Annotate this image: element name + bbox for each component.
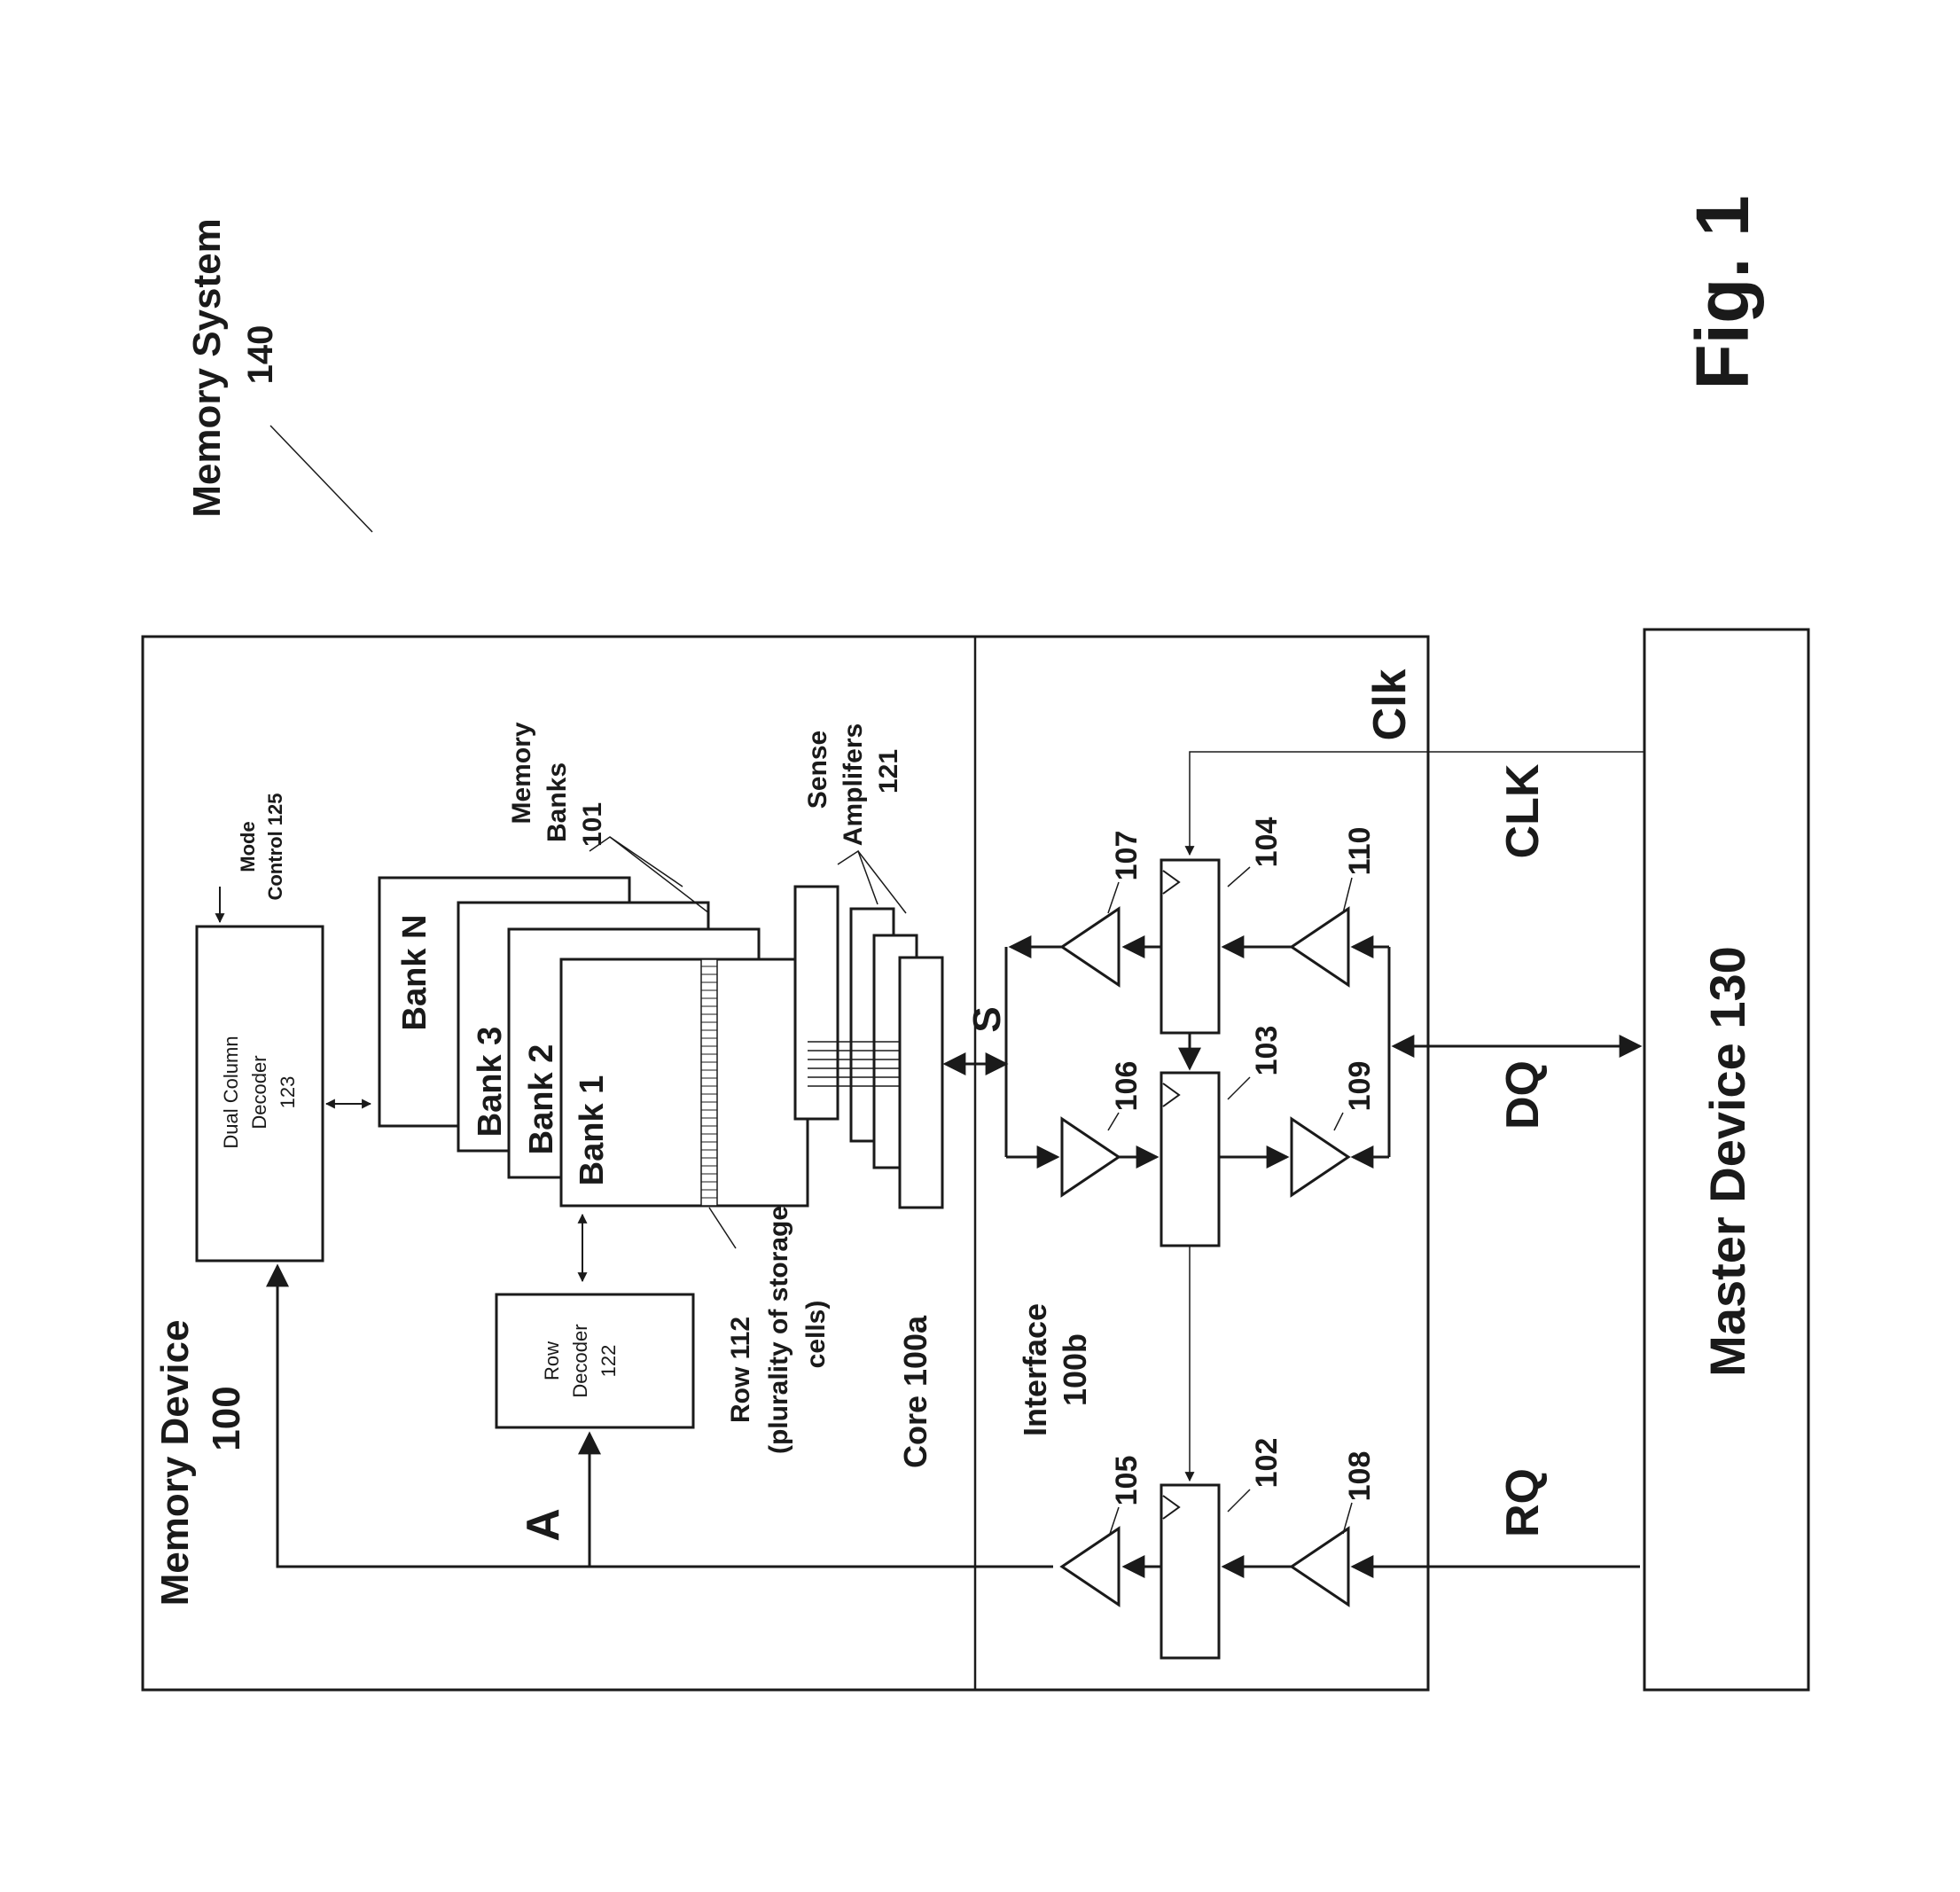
sense-amp-box-1 (900, 958, 942, 1208)
interface-label-2: 100b (1057, 1333, 1093, 1406)
memory-device-number: 100 (205, 1386, 248, 1450)
dual-column-decoder-label-3: 123 (277, 1076, 299, 1109)
clk-inner-label: Clk (1364, 668, 1416, 740)
row-decoder-label-1: Row (541, 1341, 563, 1380)
bank-1-label: Bank 1 (574, 1075, 611, 1186)
master-device-label: Master Device 130 (1699, 946, 1755, 1377)
row-112-label-3: cells) (801, 1301, 831, 1369)
sense-amp-label-3: 121 (874, 749, 903, 794)
ref-104: 104 (1250, 817, 1284, 868)
row-112-label-2: (plurality of storage (764, 1206, 793, 1454)
ref-105: 105 (1110, 1456, 1144, 1506)
memory-banks-label-1: Memory (507, 722, 536, 824)
dual-column-decoder-label-2: Decoder (248, 1055, 270, 1129)
register-104 (1161, 860, 1219, 1033)
row-decoder-label-3: 122 (597, 1345, 620, 1378)
ref-107: 107 (1110, 831, 1144, 881)
clk-label: CLK (1497, 763, 1549, 858)
ref-108: 108 (1343, 1451, 1377, 1502)
row-112-label-1: Row 112 (726, 1317, 755, 1423)
register-102 (1161, 1485, 1219, 1658)
memory-banks-label-2: Banks (543, 762, 572, 842)
figure-label: Fig. 1 (1681, 195, 1764, 389)
sense-amp-box-4 (795, 887, 838, 1119)
core-label: Core 100a (897, 1315, 933, 1468)
ref-102: 102 (1250, 1438, 1284, 1489)
sense-amp-label-2: Amplifers (839, 723, 868, 846)
memory-system-label: Memory System (185, 218, 229, 517)
mode-control-label-1: Mode (237, 821, 259, 872)
ref-109: 109 (1343, 1061, 1377, 1112)
interface-label-1: Interface (1017, 1303, 1053, 1436)
memory-system-leader (270, 426, 372, 532)
bank-2-label: Bank 2 (523, 1044, 560, 1155)
bank-3-label: Bank 3 (472, 1027, 509, 1138)
rq-label: RQ (1497, 1468, 1549, 1537)
ref-103: 103 (1250, 1026, 1284, 1076)
ref-110: 110 (1343, 827, 1377, 876)
dq-label: DQ (1497, 1060, 1549, 1130)
memory-device-label: Memory Device (153, 1320, 197, 1607)
s-signal-label: S (965, 1006, 1009, 1032)
mode-control-label-2: Control 125 (264, 793, 286, 900)
dual-column-decoder-label-1: Dual Column (220, 1036, 242, 1148)
sense-amp-label-1: Sense (803, 731, 832, 809)
memory-banks-label-3: 101 (578, 802, 607, 847)
bank-n-label: Bank N (396, 915, 433, 1031)
row-decoder-box (496, 1294, 693, 1427)
row-112-strip (701, 959, 717, 1206)
a-signal-label: A (518, 1508, 569, 1542)
memory-system-number: 140 (241, 325, 280, 385)
ref-106: 106 (1110, 1061, 1144, 1112)
row-decoder-label-2: Decoder (569, 1324, 591, 1397)
register-103 (1161, 1073, 1219, 1246)
